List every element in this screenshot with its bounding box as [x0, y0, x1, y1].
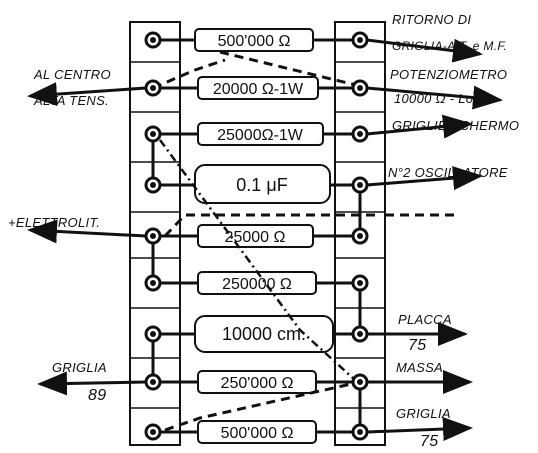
component-label: 500'000 Ω — [221, 425, 294, 442]
label-oscillatore: N°2 OSCILLATORE — [388, 165, 508, 180]
label-placca-number: 75 — [408, 337, 426, 354]
label-pot-line1: POTENZIOMETRO — [390, 67, 507, 82]
component-label: 10000 cm. — [222, 324, 306, 344]
label-centro-line1: AL CENTRO — [33, 67, 111, 82]
component-label: 25000 Ω — [225, 229, 286, 246]
label-griglia-75: GRIGLIA — [396, 406, 451, 421]
label-massa: MASSA — [396, 360, 443, 375]
label-griglia-89-number: 89 — [88, 387, 106, 404]
component-r5: 250000 Ω — [153, 271, 360, 295]
component-label: 250000 Ω — [222, 276, 292, 293]
component-r6: 250'000 Ω — [153, 370, 360, 394]
label-pot-line2: 10000 Ω - Log. — [394, 91, 485, 106]
label-ritorno-line1: RITORNO DI — [392, 12, 471, 27]
label-elettrolit: +ELETTROLIT. — [8, 215, 100, 230]
component-r2: 20000 Ω-1W — [153, 76, 360, 100]
label-centro-line2: ALTA TENS. — [33, 93, 109, 108]
label-griglia-75-number: 75 — [420, 433, 438, 450]
label-schermo: GRIGLIE SCHERMO — [392, 118, 519, 133]
component-label: 250'000 Ω — [221, 375, 294, 392]
component-label: 0.1 μF — [236, 175, 287, 195]
external-leads — [27, 38, 503, 442]
component-r4: 25000 Ω — [153, 224, 360, 248]
hidden-wiring — [152, 50, 455, 432]
terminal-strip — [129, 21, 386, 446]
component-r1: 500'000 Ω — [153, 28, 360, 52]
component-label: 20000 Ω-1W — [213, 81, 304, 98]
component-label: 500'000 Ω — [218, 33, 291, 50]
connection-labels: RITORNO DI GRIGLIA-A.T. e M.F. AL CENTRO… — [8, 12, 519, 450]
label-placca: PLACCA — [398, 312, 452, 327]
label-griglia-89: GRIGLIA — [52, 360, 107, 375]
component-label: 25000Ω-1W — [217, 127, 304, 144]
component-c2: 10000 cm. — [153, 315, 360, 353]
component-r3: 25000Ω-1W — [153, 122, 360, 146]
component-c1: 0.1 μF — [153, 164, 360, 204]
label-ritorno-line2: GRIGLIA-A.T. e M.F. — [392, 39, 507, 53]
component-r7: 500'000 Ω — [153, 420, 360, 444]
